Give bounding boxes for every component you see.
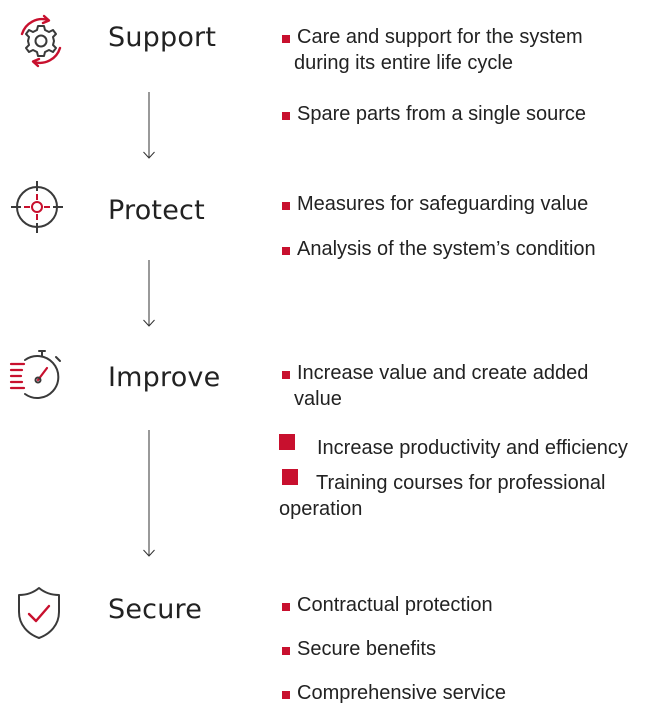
bullet-item: Training courses for professional operat… [279,469,605,522]
bullet-marker [282,112,290,120]
bullet-marker [282,691,290,699]
bullet-item: Increase productivity and efficiency [279,434,628,461]
crosshair-target-icon [8,178,66,236]
bullet-item: Contractual protection [279,592,493,618]
bullet-item: Spare parts from a single source [279,101,586,127]
bullet-marker [282,35,290,43]
flow-arrow [142,92,156,160]
gear-cycle-icon [12,12,70,70]
bullet-item: Increase value and create added value [279,360,588,412]
bullet-item: Analysis of the system’s condition [279,236,596,262]
speed-stopwatch-icon [8,346,68,406]
flow-arrow [142,430,156,558]
bullet-marker [282,603,290,611]
stage-title-support: Support [108,22,217,53]
bullet-item: Measures for safeguarding value [279,191,588,217]
bullet-marker [279,434,295,450]
stage-title-protect: Protect [108,195,205,226]
bullet-marker [282,247,290,255]
bullet-marker [282,371,290,379]
bullet-item: Secure benefits [279,636,436,662]
bullet-marker [282,469,298,485]
stage-title-secure: Secure [108,594,203,625]
stage-title-improve: Improve [108,362,221,393]
flow-arrow [142,260,156,328]
bullet-item: Comprehensive service [279,680,506,706]
bullet-marker [282,202,290,210]
bullet-item: Care and support for the system during i… [279,24,583,76]
shield-check-icon [14,585,64,641]
bullet-marker [282,647,290,655]
